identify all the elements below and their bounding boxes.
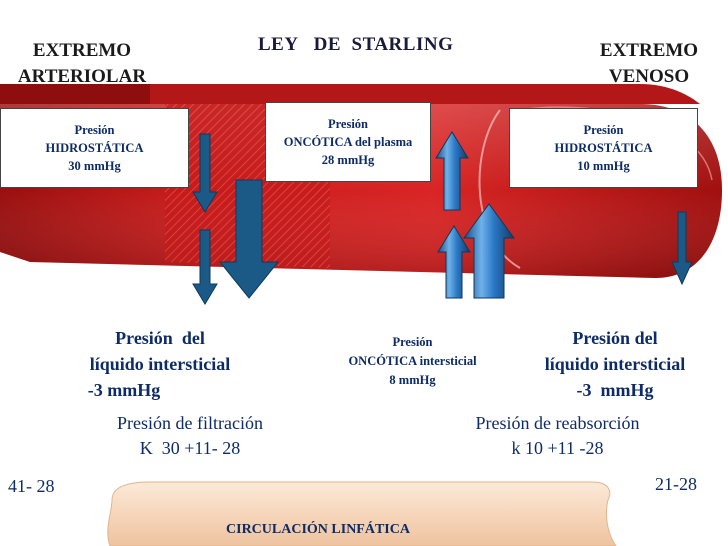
plasma-oncotic-box: Presión ONCÓTICA del plasma 28 mmHg — [265, 102, 431, 182]
venous-end-title: EXTREMO VENOSO — [599, 40, 699, 87]
up-arrow-icon — [437, 225, 471, 299]
lymphatic-vessel — [107, 481, 617, 546]
arteriolar-end-title: EXTREMO ARTERIOLAR — [17, 40, 147, 87]
reabsorption-result: 21-28 — [655, 474, 697, 494]
filtration-arrows — [192, 133, 693, 305]
down-arrow-icon — [192, 133, 218, 213]
down-arrow-icon — [218, 179, 280, 299]
up-arrow-icon — [435, 131, 469, 211]
up-arrow-icon — [463, 203, 515, 299]
reabsorption-formula: Presión de reabsorción k 10 +11 -28 — [475, 413, 640, 458]
arterial-hydrostatic-box: Presión HIDROSTÁTICA 30 mmHg — [0, 108, 189, 188]
interstitial-pressure-left: Presión del líquido intersticial -3 mmHg — [87, 328, 231, 400]
filtration-formula: Presión de filtración K 30 +11- 28 — [117, 413, 263, 458]
page-title: LEY DE STARLING — [258, 34, 454, 55]
lymphatic-label: CIRCULACIÓN LINFÁTICA — [226, 522, 410, 537]
down-arrow-icon — [671, 211, 693, 286]
filtration-result: 41- 28 — [8, 476, 55, 496]
down-arrow-icon — [192, 229, 218, 305]
interstitial-pressure-right: Presión del líquido intersticial -3 mmHg — [544, 328, 686, 400]
reabsorption-arrows — [435, 131, 515, 299]
venous-hydrostatic-box: Presión HIDROSTÁTICA 10 mmHg — [509, 108, 698, 188]
interstitial-oncotic-center: Presión ONCÓTICA intersticial 8 mmHg — [348, 335, 477, 387]
